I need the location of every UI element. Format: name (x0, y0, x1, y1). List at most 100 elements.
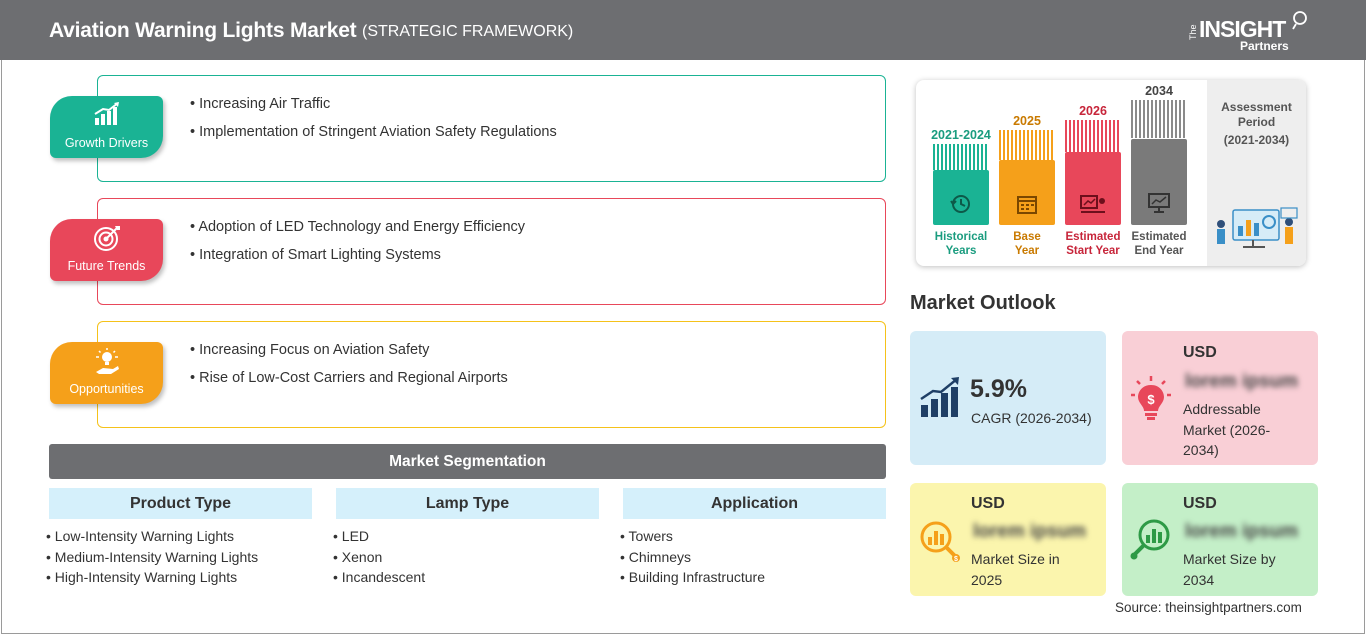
start-year: 2026 (1079, 104, 1107, 118)
end-stripes (1131, 100, 1187, 138)
market-size-2025-box: $ USD lorem ipsum Market Size in 2025 (910, 483, 1106, 596)
list-item: Chimneys (620, 547, 765, 568)
opportunities-badge: Opportunities (50, 342, 163, 404)
end-label-line2: End Year (1134, 245, 1184, 257)
list-item: Xenon (333, 547, 425, 568)
logo-bulb-icon (1292, 11, 1307, 30)
list-item: LED (333, 526, 425, 547)
assessment-title-line1: Assessment (1221, 100, 1292, 114)
timeline-historical: 2021-2024 (931, 128, 991, 225)
segment-heading-lamp-type: Lamp Type (336, 488, 599, 519)
source-link[interactable]: Source: theinsightpartners.com (1115, 600, 1302, 615)
addressable-market-box: $ USD lorem ipsum Addressable Market (20… (1122, 331, 1318, 465)
start-label-line2: Start Year (1066, 245, 1120, 257)
list-item: Medium-Intensity Warning Lights (46, 547, 258, 568)
growth-drivers-list: Increasing Air Traffic Implementation of… (190, 95, 557, 151)
start-stripes (1065, 120, 1121, 152)
size-2034-label: Market Size by 2034 (1183, 549, 1276, 590)
list-item: Increasing Focus on Aviation Safety (190, 341, 508, 359)
cagr-label: CAGR (2026-2034) (971, 410, 1092, 426)
start-label-line1: Estimated (1065, 231, 1121, 243)
growth-drivers-card: Increasing Air Traffic Implementation of… (97, 75, 886, 182)
lightbulb-dollar-icon: $ (1131, 376, 1171, 420)
growth-chart-icon (94, 102, 119, 125)
svg-text:$: $ (1147, 392, 1155, 407)
size-2025-label: Market Size in 2025 (971, 549, 1060, 590)
insight-partners-logo[interactable]: The INSIGHT Partners (1188, 10, 1318, 54)
opportunities-card: Increasing Focus on Aviation Safety Rise… (97, 321, 886, 428)
magnifier-chart-icon: $ (920, 521, 960, 563)
addressable-usd: USD (1183, 344, 1217, 361)
size-2025-value: lorem ipsum (973, 521, 1086, 542)
base-year: 2025 (1013, 114, 1041, 128)
market-size-2034-box: USD lorem ipsum Market Size by 2034 (1122, 483, 1318, 596)
lightbulb-hand-icon (96, 348, 119, 374)
end-label: Estimated End Year (1121, 230, 1197, 258)
future-trends-card: Adoption of LED Technology and Energy Ef… (97, 198, 886, 305)
timeline-base: 2025 (999, 114, 1055, 225)
timeline-start: 2026 (1065, 104, 1121, 225)
list-item: Integration of Smart Lighting Systems (190, 246, 525, 264)
list-item: Adoption of LED Technology and Energy Ef… (190, 218, 525, 236)
assessment-title: Assessment Period (1207, 100, 1306, 130)
list-item: Building Infrastructure (620, 567, 765, 588)
historical-year: 2021-2024 (931, 128, 991, 142)
list-item: Towers (620, 526, 765, 547)
base-label-line2: Year (1014, 245, 1040, 257)
cagr-box: 5.9% CAGR (2026-2034) (910, 331, 1106, 465)
size-2025-label-line1: Market Size in (971, 551, 1060, 567)
assessment-title-line2: Period (1237, 115, 1276, 129)
future-trends-label: Future Trends (67, 259, 146, 273)
magnifier-chart-icon (1130, 519, 1170, 560)
growth-drivers-label: Growth Drivers (64, 136, 149, 150)
cagr-value: 5.9% (970, 375, 1027, 403)
base-stripes (999, 130, 1055, 160)
historical-bar (933, 170, 989, 225)
historical-label: Historical Years (923, 230, 999, 258)
assessment-period-panel: Assessment Period (2021-2034) (1207, 80, 1306, 266)
list-item: Incandescent (333, 567, 425, 588)
content-frame (1, 60, 1365, 634)
size-2034-value: lorem ipsum (1185, 521, 1298, 542)
logo-partners-text: Partners (1240, 39, 1289, 53)
addressable-label-line3: 2034) (1183, 442, 1219, 458)
market-outlook-title: Market Outlook (910, 292, 1056, 314)
assessment-range: (2021-2034) (1223, 133, 1290, 147)
end-label-line1: Estimated (1131, 231, 1187, 243)
target-icon (94, 226, 120, 251)
growth-drivers-badge: Growth Drivers (50, 96, 163, 158)
list-item: Implementation of Stringent Aviation Saf… (190, 123, 557, 141)
addressable-label-line1: Addressable (1183, 401, 1261, 417)
historical-label-line2: Years (945, 245, 977, 257)
monitor-chart-icon (1148, 193, 1170, 213)
timeline-card: 2021-2024 Historical Years 2025 Bas (916, 80, 1306, 266)
addressable-value: lorem ipsum (1185, 371, 1298, 392)
start-label: Estimated Start Year (1055, 230, 1131, 258)
svg-text:$: $ (954, 556, 958, 563)
analytics-people-icon (1217, 207, 1298, 248)
future-trends-badge: Future Trends (50, 219, 163, 281)
end-year: 2034 (1145, 84, 1173, 98)
growth-chart-icon (920, 377, 959, 417)
size-2025-label-line2: 2025 (971, 571, 1003, 588)
size-2034-usd: USD (1183, 495, 1217, 512)
list-item: Increasing Air Traffic (190, 95, 557, 113)
size-2034-label-line1: Market Size by (1183, 551, 1276, 567)
segment-heading-application: Application (623, 488, 886, 519)
base-label-line1: Base (1013, 231, 1041, 243)
list-item: Rise of Low-Cost Carriers and Regional A… (190, 369, 508, 387)
history-clock-icon (950, 195, 970, 213)
segment-list-lamp-type: LED Xenon Incandescent (333, 526, 425, 588)
segment-list-product-type: Low-Intensity Warning Lights Medium-Inte… (46, 526, 258, 588)
logo-the-text: The (1188, 24, 1198, 40)
opportunities-list: Increasing Focus on Aviation Safety Rise… (190, 341, 508, 397)
presentation-icon (1080, 195, 1105, 213)
calendar-icon (1017, 196, 1037, 214)
historical-stripes (933, 144, 989, 170)
base-label: Base Year (989, 230, 1065, 258)
size-2025-usd: USD (971, 495, 1005, 512)
list-item: Low-Intensity Warning Lights (46, 526, 258, 547)
header-bar: Aviation Warning Lights Market (STRATEGI… (0, 0, 1366, 60)
size-2034-label-line2: 2034 (1183, 571, 1215, 588)
page-title: Aviation Warning Lights Market (49, 19, 357, 42)
